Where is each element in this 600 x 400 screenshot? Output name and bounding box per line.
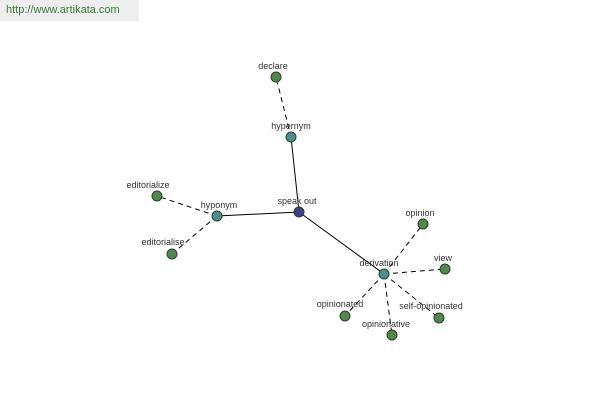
watermark-banner: http://www.artikata.com	[0, 0, 139, 21]
edge-center-derivation	[298, 211, 385, 275]
relation-node-hypernym[interactable]	[285, 131, 297, 143]
relation-node-hyponym-label: hyponym	[201, 200, 238, 210]
edge-center-hyponym	[216, 211, 300, 217]
edge-hypernym-declare	[275, 76, 292, 138]
edge-derivation-view	[383, 268, 446, 275]
relation-node-hyponym[interactable]	[211, 210, 223, 222]
leaf-node-declare-label: declare	[258, 61, 288, 71]
leaf-node-view-label: view	[434, 253, 453, 263]
edge-derivation-self-opinionated	[383, 273, 440, 319]
leaf-node-editorialise[interactable]	[166, 248, 178, 260]
leaf-node-opinionative-label: opinionative	[362, 319, 410, 329]
edge-hyponym-editorialise	[171, 215, 218, 255]
edge-derivation-opinion	[383, 223, 424, 275]
leaf-node-editorialise-label: editorialise	[141, 237, 184, 247]
center-node-label: speak out	[277, 196, 317, 206]
relation-node-derivation-label: derivation	[359, 258, 398, 268]
leaf-node-editorialize-label: editorialize	[126, 180, 169, 190]
leaf-node-opinionated[interactable]	[339, 310, 351, 322]
watermark-url: http://www.artikata.com	[6, 4, 120, 16]
edge-hyponym-editorialize	[156, 195, 218, 217]
center-node[interactable]	[293, 206, 305, 218]
leaf-node-view[interactable]	[439, 263, 451, 275]
leaf-node-opinion[interactable]	[417, 218, 429, 230]
leaf-node-opinionated-label: opinionated	[317, 299, 364, 309]
leaf-node-opinionative[interactable]	[386, 329, 398, 341]
edge-derivation-opinionative	[383, 273, 393, 336]
leaf-node-declare[interactable]	[270, 71, 282, 83]
leaf-node-opinion-label: opinion	[405, 208, 434, 218]
relation-node-derivation[interactable]	[378, 268, 390, 280]
leaf-node-editorialize[interactable]	[151, 190, 163, 202]
leaf-node-self-opinionated-label: self-opinionated	[399, 301, 463, 311]
relation-node-hypernym-label: hypernym	[271, 121, 311, 131]
leaf-node-self-opinionated[interactable]	[433, 312, 445, 324]
edge-derivation-opinionated	[344, 273, 385, 317]
edge-center-hypernym	[290, 136, 300, 213]
